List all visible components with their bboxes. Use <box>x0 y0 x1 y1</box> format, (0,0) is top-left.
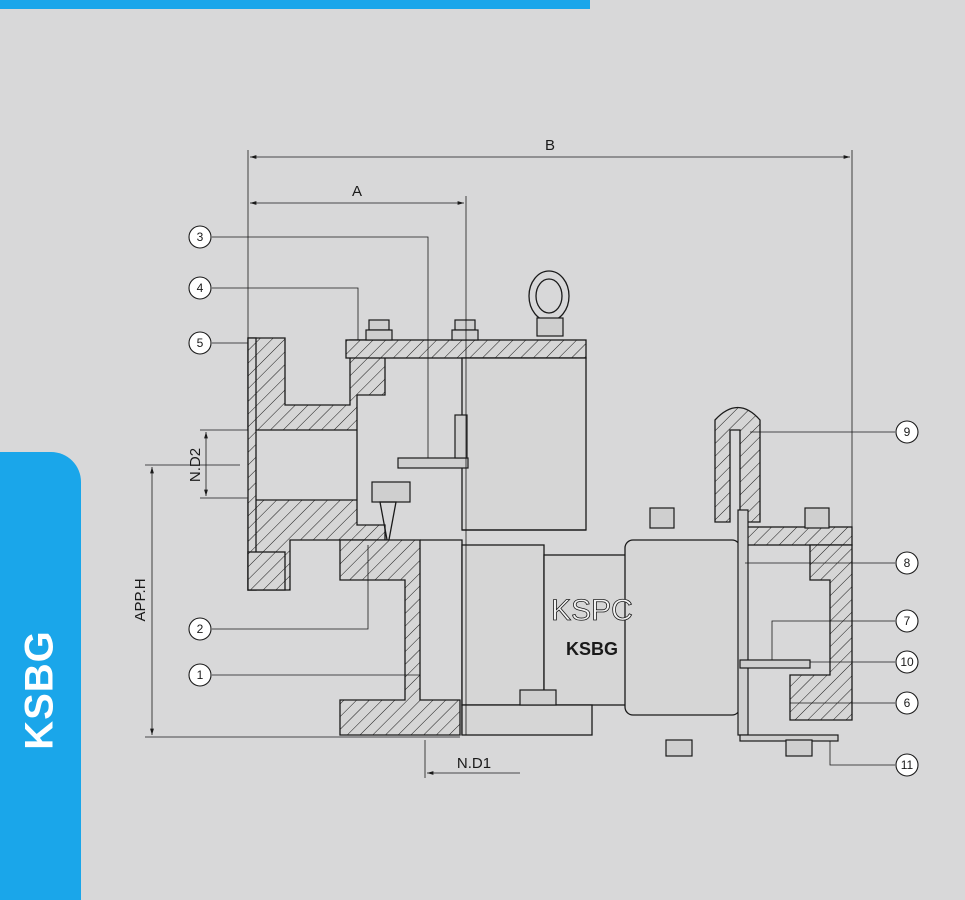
callout-11: 11 <box>895 753 919 777</box>
callout-2: 2 <box>188 617 212 641</box>
svg-text:8: 8 <box>904 556 911 570</box>
svg-text:4: 4 <box>197 281 204 295</box>
lower-body <box>339 539 461 736</box>
dimension-lines <box>145 150 853 778</box>
top-accent-bar <box>0 0 590 9</box>
eye-bolt <box>528 270 570 337</box>
svg-text:6: 6 <box>904 696 911 710</box>
side-tab <box>0 452 81 900</box>
dimension-a-label: A <box>352 183 362 200</box>
svg-text:7: 7 <box>904 614 911 628</box>
dimension-b-label: B <box>545 137 555 154</box>
callout-1: 1 <box>188 663 212 687</box>
callout-3: 3 <box>188 225 212 249</box>
callout-5: 5 <box>188 331 212 355</box>
dimension-nd2-label: N.D2 <box>187 448 204 482</box>
body-brand-marking: KSPC <box>551 594 633 627</box>
svg-text:2: 2 <box>197 622 204 636</box>
callout-8: 8 <box>895 551 919 575</box>
outlet-housing: KSPC KSBG <box>461 539 741 736</box>
callout-10: 10 <box>895 650 919 674</box>
inlet-flange <box>247 337 386 591</box>
svg-text:9: 9 <box>904 425 911 439</box>
callout-4: 4 <box>188 276 212 300</box>
inner-chamber <box>461 544 545 706</box>
svg-text:11: 11 <box>901 758 914 772</box>
seat-disc <box>371 414 469 546</box>
dimension-nd1-label: N.D1 <box>457 755 491 772</box>
svg-text:1: 1 <box>197 668 204 682</box>
svg-text:3: 3 <box>197 230 204 244</box>
callout-leaders <box>212 236 895 766</box>
dimension-app-h-label: APP.H <box>132 578 149 621</box>
outlet-flange <box>649 406 853 757</box>
svg-text:10: 10 <box>900 655 914 669</box>
top-bolts <box>365 319 479 341</box>
callout-7: 7 <box>895 609 919 633</box>
callout-9: 9 <box>895 420 919 444</box>
valve-body-upper <box>461 357 587 531</box>
svg-text:5: 5 <box>197 336 204 350</box>
callout-6: 6 <box>895 691 919 715</box>
body-model-marking: KSBG <box>566 639 618 659</box>
